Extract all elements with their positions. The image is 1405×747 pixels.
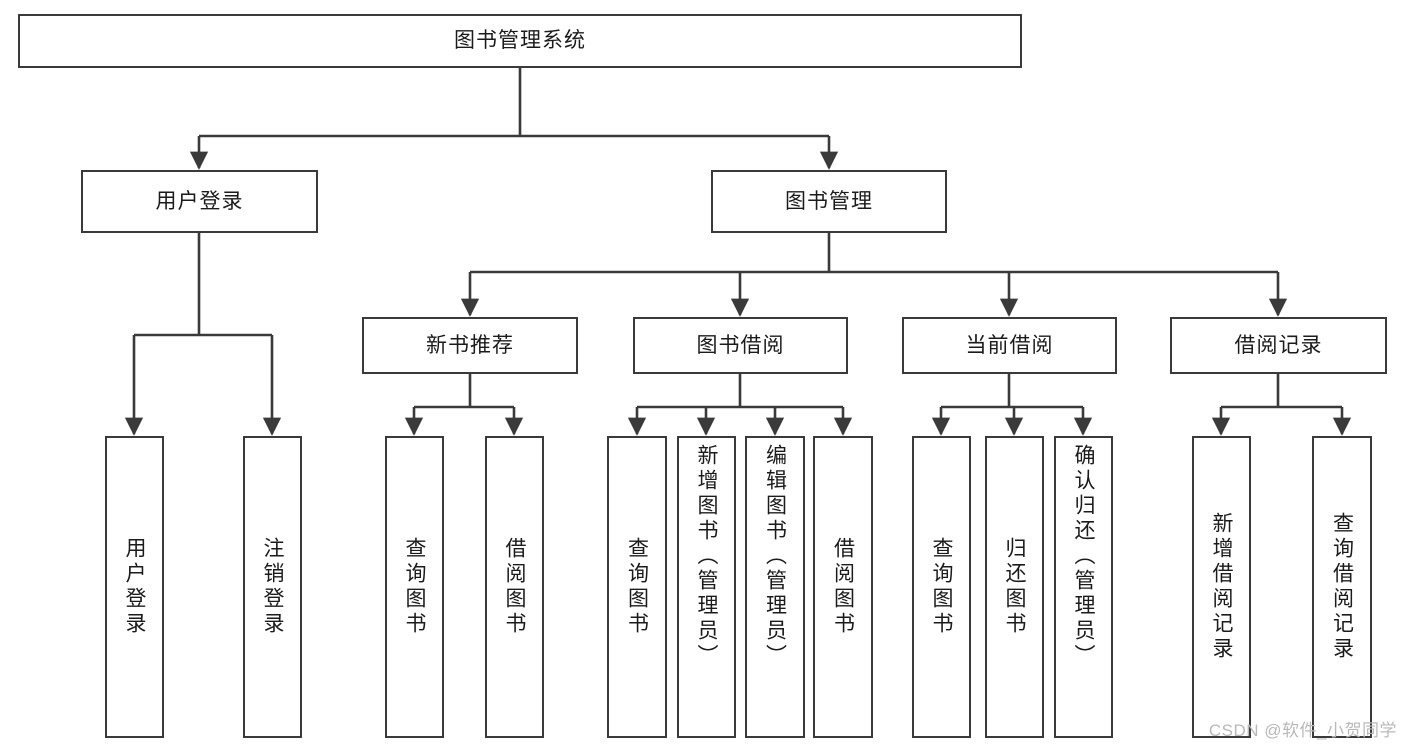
leaf-borrow-book-label: 借阅图书	[831, 537, 855, 637]
leaf-add-book-admin[interactable]: 新增图书（管理员）	[677, 436, 736, 738]
leaf-query-borrow-record[interactable]: 查询借阅记录	[1312, 436, 1372, 738]
leaf-return-book[interactable]: 归还图书	[985, 436, 1044, 738]
node-current-borrow[interactable]: 当前借阅	[902, 317, 1117, 374]
csdn-watermark: CSDN @软件_小贺同学	[1208, 721, 1397, 740]
node-borrow-record-label: 借阅记录	[1234, 333, 1323, 357]
leaf-user-login-label: 用户登录	[123, 537, 146, 637]
leaf-edit-book-admin-label: 编辑图书（管理员）	[763, 444, 787, 669]
leaf-add-borrow-record[interactable]: 新增借阅记录	[1192, 436, 1251, 738]
node-new-book-recommend-label: 新书推荐	[426, 333, 514, 357]
leaf-query-book-current[interactable]: 查询图书	[912, 436, 971, 738]
node-borrow-record[interactable]: 借阅记录	[1170, 317, 1387, 374]
leaf-borrow-book[interactable]: 借阅图书	[813, 436, 873, 738]
node-book-borrow[interactable]: 图书借阅	[633, 317, 848, 374]
node-book-manage[interactable]: 图书管理	[711, 170, 947, 233]
leaf-query-book[interactable]: 查询图书	[607, 436, 667, 738]
node-new-book-recommend[interactable]: 新书推荐	[362, 317, 578, 374]
leaf-user-logout[interactable]: 注销登录	[243, 436, 302, 738]
leaf-query-borrow-record-label: 查询借阅记录	[1330, 512, 1354, 662]
node-book-borrow-label: 图书借阅	[696, 333, 785, 357]
node-root-label: 图书管理系统	[454, 29, 586, 53]
leaf-user-logout-label: 注销登录	[261, 537, 284, 637]
leaf-query-book-current-label: 查询图书	[930, 537, 953, 637]
leaf-query-book-label: 查询图书	[625, 537, 649, 637]
node-root[interactable]: 图书管理系统	[18, 14, 1022, 68]
node-book-manage-label: 图书管理	[785, 189, 873, 213]
leaf-confirm-return-admin-label: 确认归还（管理员）	[1072, 444, 1095, 669]
leaf-query-book-recommend[interactable]: 查询图书	[385, 436, 444, 738]
leaf-add-book-admin-label: 新增图书（管理员）	[695, 444, 718, 669]
leaf-confirm-return-admin[interactable]: 确认归还（管理员）	[1054, 436, 1113, 738]
leaf-user-login[interactable]: 用户登录	[105, 436, 164, 738]
leaf-borrow-book-recommend[interactable]: 借阅图书	[485, 436, 544, 738]
leaf-add-borrow-record-label: 新增借阅记录	[1210, 512, 1233, 662]
node-user-login[interactable]: 用户登录	[81, 170, 318, 233]
leaf-query-book-recommend-label: 查询图书	[403, 537, 426, 637]
leaf-return-book-label: 归还图书	[1003, 537, 1026, 637]
leaf-edit-book-admin[interactable]: 编辑图书（管理员）	[745, 436, 805, 738]
node-user-login-label: 用户登录	[155, 189, 244, 213]
leaf-borrow-book-recommend-label: 借阅图书	[503, 537, 526, 637]
node-current-borrow-label: 当前借阅	[965, 333, 1054, 357]
